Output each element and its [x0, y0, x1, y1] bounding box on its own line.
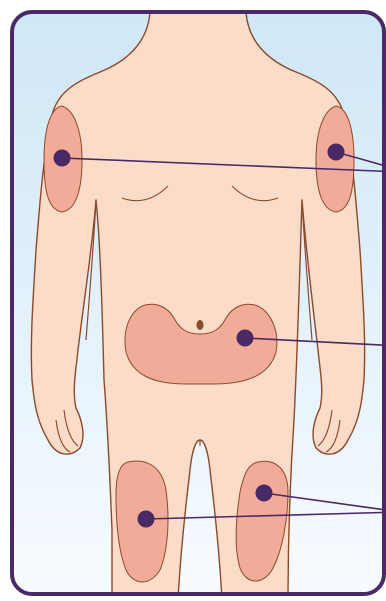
marker-right-upper-arm	[328, 144, 345, 161]
marker-right-thigh	[256, 485, 273, 502]
marker-left-upper-arm	[54, 150, 71, 167]
marker-abdomen	[237, 330, 254, 347]
navel	[197, 320, 204, 330]
marker-left-thigh	[138, 511, 155, 528]
